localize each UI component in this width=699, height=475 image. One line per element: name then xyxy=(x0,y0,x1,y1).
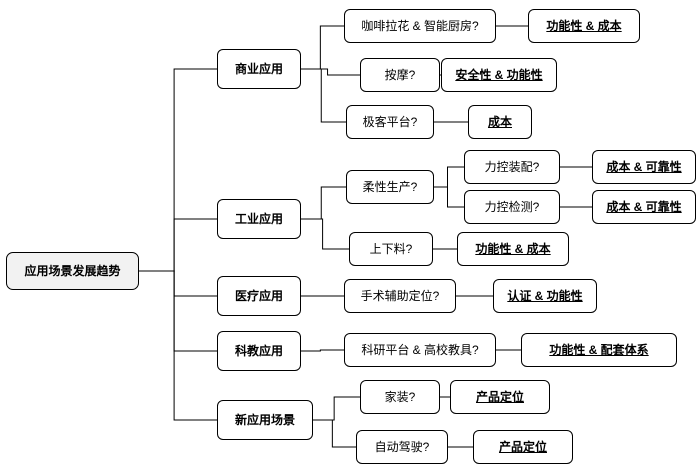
edge-l1-industry-to-l2-flex xyxy=(301,186,346,220)
edge-root-to-l1-medical xyxy=(139,270,217,297)
node-l1-industry[interactable]: 工业应用 xyxy=(217,199,301,239)
node-l2-surgery[interactable]: 手术辅助定位? xyxy=(344,279,456,313)
node-l1-edu[interactable]: 科教应用 xyxy=(217,331,301,371)
node-l2-flex[interactable]: 柔性生产? xyxy=(346,170,434,204)
edge-root-to-l1-business xyxy=(139,68,217,272)
node-l3-cost[interactable]: 成本 xyxy=(468,105,532,139)
node-l3-cost-rel1[interactable]: 成本 & 可靠性 xyxy=(592,150,696,184)
node-l2-feed[interactable]: 上下料? xyxy=(349,232,433,266)
node-l2b-inspect[interactable]: 力控检测? xyxy=(464,190,560,224)
edge-l2-flex-to-l2b-inspect xyxy=(434,186,464,208)
node-l1-new[interactable]: 新应用场景 xyxy=(217,400,313,440)
node-root[interactable]: 应用场景发展趋势 xyxy=(6,252,139,290)
edge-l1-business-to-l2-coffee xyxy=(301,25,344,70)
edge-l1-new-to-l2-home xyxy=(313,396,360,421)
node-l3-func-cost1[interactable]: 功能性 & 成本 xyxy=(528,9,640,43)
node-l3-cost-rel2[interactable]: 成本 & 可靠性 xyxy=(592,190,696,224)
node-l2-driving[interactable]: 自动驾驶? xyxy=(356,430,448,464)
node-l2-home[interactable]: 家装? xyxy=(360,380,440,414)
edge-root-to-l1-new xyxy=(139,270,217,421)
edge-l1-new-to-l2-driving xyxy=(313,419,356,448)
edge-root-to-l1-industry xyxy=(139,218,217,272)
edge-l1-business-to-l2-geek xyxy=(301,68,346,123)
edge-l1-business-to-l2-massage xyxy=(301,68,360,76)
edge-l1-edu-to-l2-research xyxy=(301,349,344,352)
node-l3-func-cost2[interactable]: 功能性 & 成本 xyxy=(457,232,569,266)
node-l3-func-system[interactable]: 功能性 & 配套体系 xyxy=(521,333,677,367)
node-l2-geek[interactable]: 极客平台? xyxy=(346,105,434,139)
node-l1-business[interactable]: 商业应用 xyxy=(217,49,301,89)
node-l2b-assembly[interactable]: 力控装配? xyxy=(464,150,560,184)
node-l2-coffee[interactable]: 咖啡拉花 & 智能厨房? xyxy=(344,9,496,43)
node-l1-medical[interactable]: 医疗应用 xyxy=(217,276,301,316)
edge-l1-industry-to-l2-feed xyxy=(301,218,349,250)
node-l3-product2[interactable]: 产品定位 xyxy=(473,430,573,464)
node-l2-research[interactable]: 科研平台 & 高校教具? xyxy=(344,333,496,367)
edge-l2-flex-to-l2b-assembly xyxy=(434,166,464,188)
node-l2-massage[interactable]: 按摩? xyxy=(360,58,440,92)
node-l3-safe-func[interactable]: 安全性 & 功能性 xyxy=(441,58,557,92)
node-l3-product1[interactable]: 产品定位 xyxy=(450,380,550,414)
edge-root-to-l1-edu xyxy=(139,270,217,352)
node-l3-cert-func[interactable]: 认证 & 功能性 xyxy=(493,279,597,313)
